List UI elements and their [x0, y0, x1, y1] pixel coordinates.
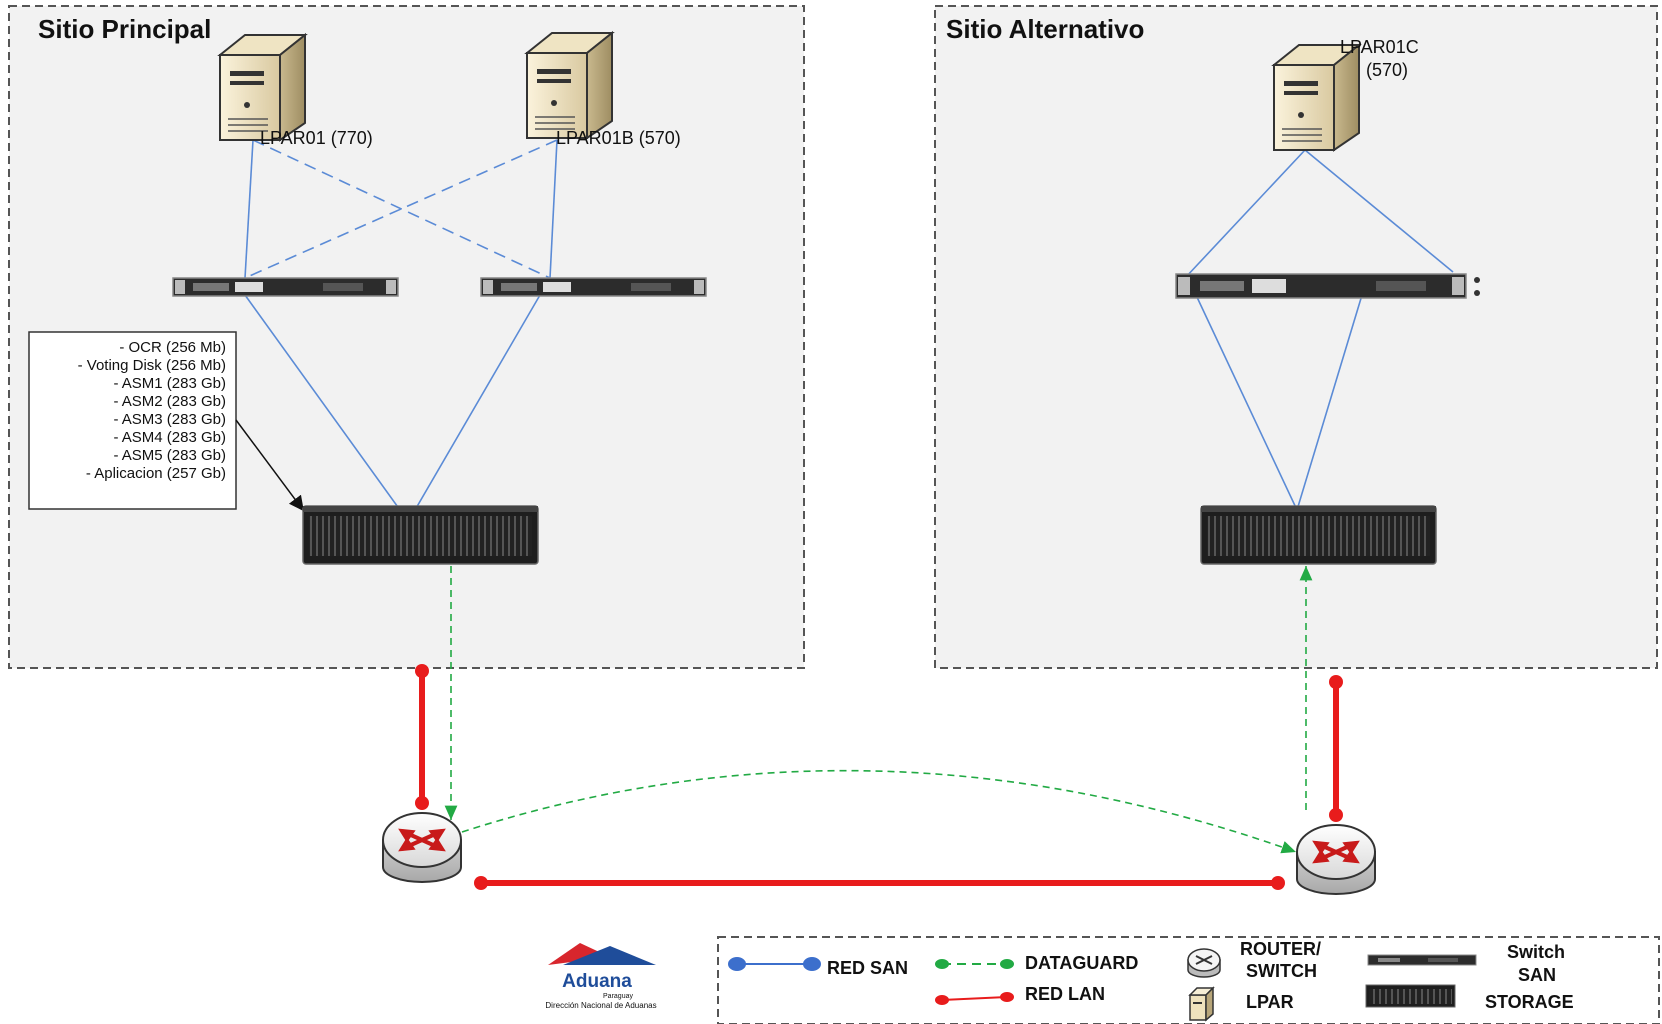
- storage-principal: [302, 505, 539, 565]
- legend-san-swatch: [728, 957, 821, 971]
- legend-switch-line1: Switch: [1507, 942, 1565, 962]
- legend-switch-icon: [1367, 954, 1477, 966]
- server-lpar01: [217, 32, 308, 142]
- label-lpar01c-line2: (570): [1366, 60, 1408, 80]
- router-principal: [382, 812, 462, 883]
- legend-storage-icon: [1365, 984, 1456, 1008]
- logo-name: Aduana: [562, 971, 632, 992]
- legend-router-line2: SWITCH: [1246, 961, 1317, 981]
- storage-note-item: - OCR (256 Mb): [119, 339, 226, 356]
- storage-note-item: - Voting Disk (256 Mb): [78, 357, 226, 374]
- legend-switch-line2: SAN: [1518, 965, 1556, 985]
- legend-box: [717, 936, 1660, 1024]
- server-lpar01b: [524, 30, 615, 140]
- legend-lan-swatch: [935, 992, 1014, 1005]
- legend-red-san: RED SAN: [827, 958, 908, 978]
- storage-note-item: - ASM3 (283 Gb): [113, 411, 226, 428]
- storage-alternativo: [1200, 505, 1437, 565]
- storage-note-item: - Aplicacion (257 Gb): [86, 465, 226, 482]
- legend-lpar-icon: [1188, 986, 1215, 1022]
- legend-storage: STORAGE: [1485, 992, 1574, 1012]
- aduana-logo: Aduana Paraguay Dirección Nacional de Ad…: [545, 943, 657, 1010]
- legend-red-lan: RED LAN: [1025, 984, 1105, 1004]
- san-switch-2: [480, 277, 707, 297]
- lan-links: [415, 664, 1343, 890]
- site-principal-title: Sitio Principal: [38, 14, 211, 44]
- legend-dataguard: DATAGUARD: [1025, 953, 1138, 973]
- logo-country: Paraguay: [603, 993, 633, 1000]
- site-alternativo-title: Sitio Alternativo: [946, 14, 1144, 44]
- server-lpar01c: [1271, 42, 1362, 152]
- storage-note-box: [28, 331, 237, 510]
- san-links-alternativo: [1184, 149, 1454, 511]
- storage-note-list: - OCR (256 Mb) - Voting Disk (256 Mb) - …: [78, 339, 226, 482]
- san-switch-1: [172, 277, 399, 297]
- dataguard-links: [444, 566, 1313, 854]
- legend-router-line1: ROUTER/: [1240, 939, 1321, 959]
- legend-dataguard-swatch: [935, 959, 1014, 969]
- legend-lpar: LPAR: [1246, 992, 1294, 1012]
- storage-note-arrow: [235, 419, 304, 512]
- logo-subtitle: Dirección Nacional de Aduanas: [545, 1001, 656, 1010]
- label-lpar01b: LPAR01B (570): [556, 128, 681, 148]
- router-alternativo: [1296, 824, 1376, 895]
- label-lpar01c-line1: LPAR01C: [1340, 37, 1419, 57]
- storage-note-item: - ASM2 (283 Gb): [113, 393, 226, 410]
- san-links-principal: [244, 139, 558, 511]
- label-lpar01: LPAR01 (770): [260, 128, 373, 148]
- storage-note-item: - ASM5 (283 Gb): [113, 447, 226, 464]
- storage-note-item: - ASM1 (283 Gb): [113, 375, 226, 392]
- storage-note-item: - ASM4 (283 Gb): [113, 429, 226, 446]
- san-switch-3: [1175, 273, 1480, 299]
- legend-router-icon: [1187, 948, 1221, 978]
